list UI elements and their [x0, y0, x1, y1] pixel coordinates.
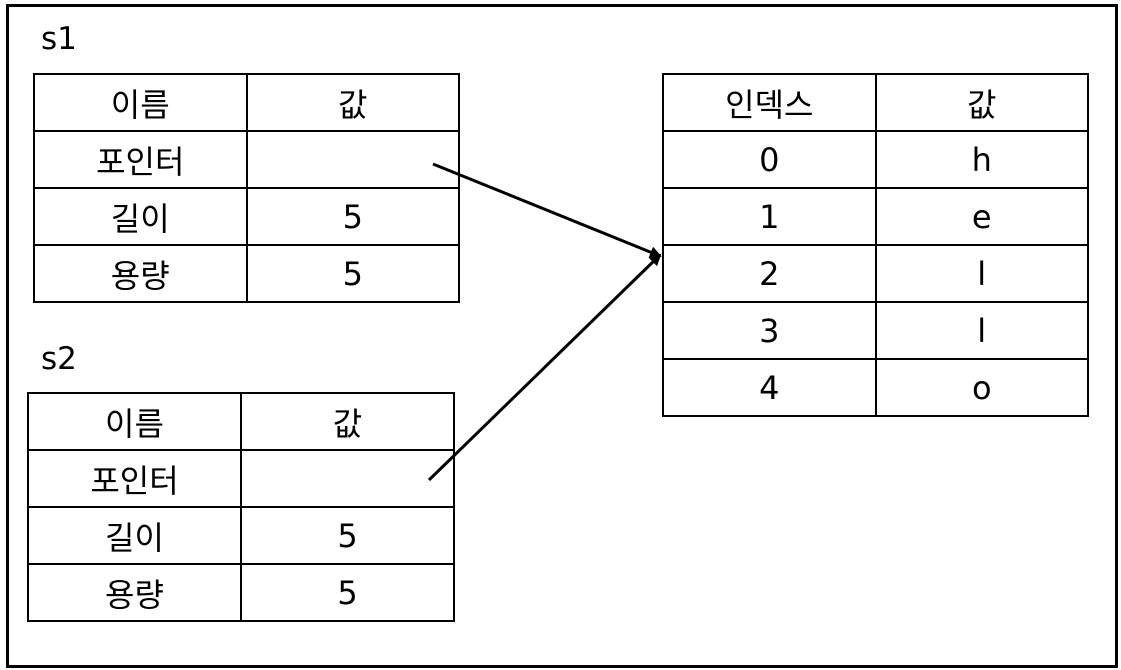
s1-length-value: 5: [245, 187, 460, 246]
heap-index-cell: 1: [662, 187, 877, 246]
s1-struct-table: 이름 값 포인터 길이 5 용량 5: [33, 73, 460, 303]
s2-header-value: 값: [240, 392, 455, 451]
s1-header-value: 값: [245, 73, 460, 132]
heap-row-2: 2 l: [662, 244, 1089, 303]
heap-index-cell: 0: [662, 130, 877, 189]
s1-header-name: 이름: [33, 73, 248, 132]
s2-pointer-value: [240, 449, 455, 508]
diagram-frame: [6, 4, 1118, 668]
heap-index-cell: 4: [662, 358, 877, 417]
s2-length-value: 5: [240, 506, 455, 565]
s1-pointer-name: 포인터: [33, 130, 248, 189]
heap-value-cell: l: [874, 244, 1089, 303]
heap-value-cell: e: [874, 187, 1089, 246]
s2-capacity-name: 용량: [27, 563, 242, 622]
s2-header-name: 이름: [27, 392, 242, 451]
s1-length-name: 길이: [33, 187, 248, 246]
heap-row-4: 4 o: [662, 358, 1089, 417]
s2-capacity-value: 5: [240, 563, 455, 622]
s1-row-capacity: 용량 5: [33, 244, 460, 303]
s1-capacity-value: 5: [245, 244, 460, 303]
heap-value-cell: l: [874, 301, 1089, 360]
heap-buffer-table: 인덱스 값 0 h 1 e 2 l 3 l 4 o: [662, 73, 1089, 417]
s2-row-pointer: 포인터: [27, 449, 455, 508]
heap-header-row: 인덱스 값: [662, 73, 1089, 132]
s2-row-capacity: 용량 5: [27, 563, 455, 622]
s2-header-row: 이름 값: [27, 392, 455, 451]
heap-row-0: 0 h: [662, 130, 1089, 189]
s1-capacity-name: 용량: [33, 244, 248, 303]
heap-value-cell: h: [874, 130, 1089, 189]
s2-variable-label: s2: [41, 341, 77, 377]
s2-struct-table: 이름 값 포인터 길이 5 용량 5: [27, 392, 455, 622]
s1-pointer-value: [245, 130, 460, 189]
heap-row-3: 3 l: [662, 301, 1089, 360]
s1-header-row: 이름 값: [33, 73, 460, 132]
heap-row-1: 1 e: [662, 187, 1089, 246]
s1-variable-label: s1: [41, 21, 77, 57]
s2-pointer-name: 포인터: [27, 449, 242, 508]
s2-length-name: 길이: [27, 506, 242, 565]
heap-header-index: 인덱스: [662, 73, 877, 132]
s1-row-length: 길이 5: [33, 187, 460, 246]
s2-row-length: 길이 5: [27, 506, 455, 565]
heap-index-cell: 3: [662, 301, 877, 360]
heap-value-cell: o: [874, 358, 1089, 417]
s1-row-pointer: 포인터: [33, 130, 460, 189]
heap-index-cell: 2: [662, 244, 877, 303]
heap-header-value: 값: [874, 73, 1089, 132]
